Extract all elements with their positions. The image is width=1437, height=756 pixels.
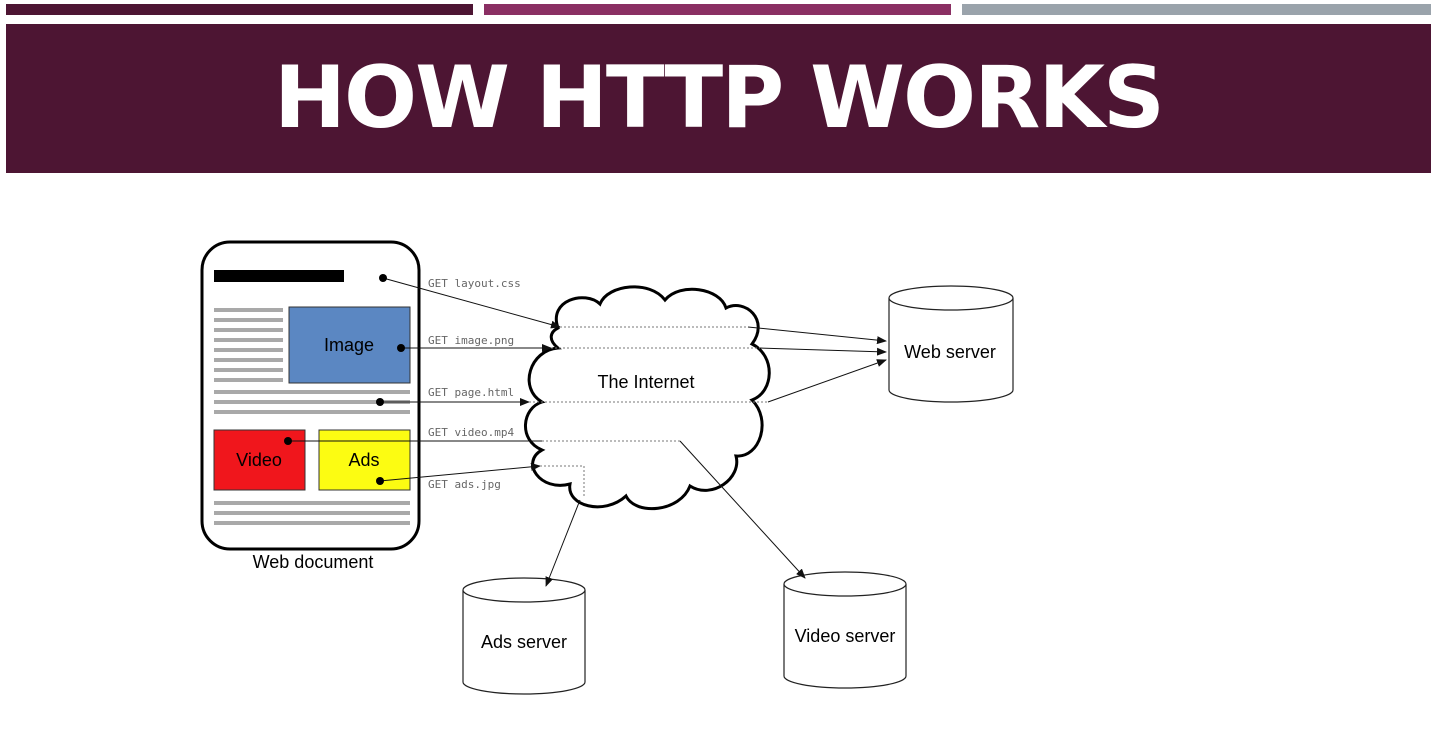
page-title: HOW HTTP WORKS — [274, 48, 1165, 148]
web-document-label: Web document — [253, 552, 374, 572]
web-document: Image Video Ads Web document — [200, 240, 421, 572]
image-label: Image — [324, 335, 374, 355]
document-heading-bar — [214, 270, 344, 282]
arrow-ads — [379, 462, 541, 482]
internet-cloud: The Internet — [524, 285, 771, 511]
video-label: Video — [236, 450, 282, 470]
ads-server: Ads server — [462, 577, 586, 695]
arrow-layout — [382, 277, 561, 329]
request-origin-dots — [284, 274, 405, 485]
accent-bar-right — [962, 4, 1431, 15]
request-label-page: GET page.html — [428, 386, 514, 399]
web-server-label: Web server — [904, 342, 996, 362]
image-block — [288, 306, 411, 384]
accent-bar-middle — [484, 4, 951, 15]
request-label-layout: GET layout.css — [428, 277, 521, 290]
internet-label: The Internet — [597, 372, 694, 392]
title-banner: HOW HTTP WORKS — [6, 24, 1431, 173]
video-server: Video server — [783, 571, 907, 689]
ads-label: Ads — [348, 450, 379, 470]
document-text-lines — [214, 308, 410, 525]
cloud-paths — [529, 326, 768, 496]
web-server: Web server — [888, 285, 1014, 403]
accent-bar-left — [6, 4, 473, 15]
video-server-label: Video server — [795, 626, 896, 646]
request-label-video: GET video.mp4 — [428, 426, 514, 439]
request-label-image: GET image.png — [428, 334, 514, 347]
server-arrows — [545, 326, 887, 587]
cloud-shape — [524, 285, 771, 511]
ads-server-label: Ads server — [481, 632, 567, 652]
request-label-ads: GET ads.jpg — [428, 478, 501, 491]
request-arrows — [288, 277, 561, 482]
